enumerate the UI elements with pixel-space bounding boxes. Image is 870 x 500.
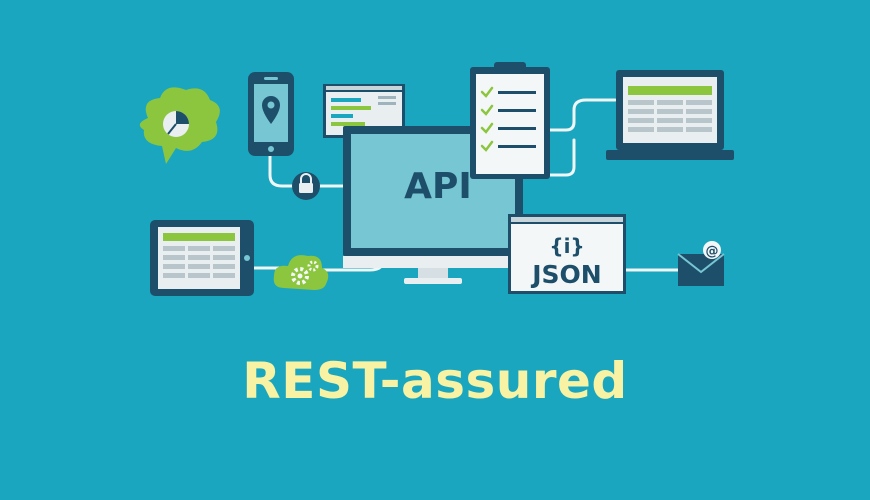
email-icon: @ bbox=[677, 241, 725, 286]
lock-icon bbox=[292, 172, 320, 200]
tablet-icon bbox=[150, 220, 254, 296]
json-braces-icon: {i} bbox=[549, 234, 584, 258]
page-title: REST-assured bbox=[242, 352, 628, 410]
laptop-icon bbox=[606, 70, 734, 160]
json-label: JSON bbox=[530, 260, 601, 289]
cloud-gears-icon bbox=[273, 255, 329, 290]
bar-chart-window-icon bbox=[323, 84, 405, 138]
json-window: {i} JSON bbox=[508, 214, 626, 294]
clipboard-checklist-icon bbox=[470, 62, 550, 179]
at-sign-icon: @ bbox=[706, 244, 719, 259]
api-label: API bbox=[404, 166, 472, 207]
chat-cloud-icon bbox=[139, 87, 220, 164]
smartphone-icon bbox=[248, 72, 294, 156]
